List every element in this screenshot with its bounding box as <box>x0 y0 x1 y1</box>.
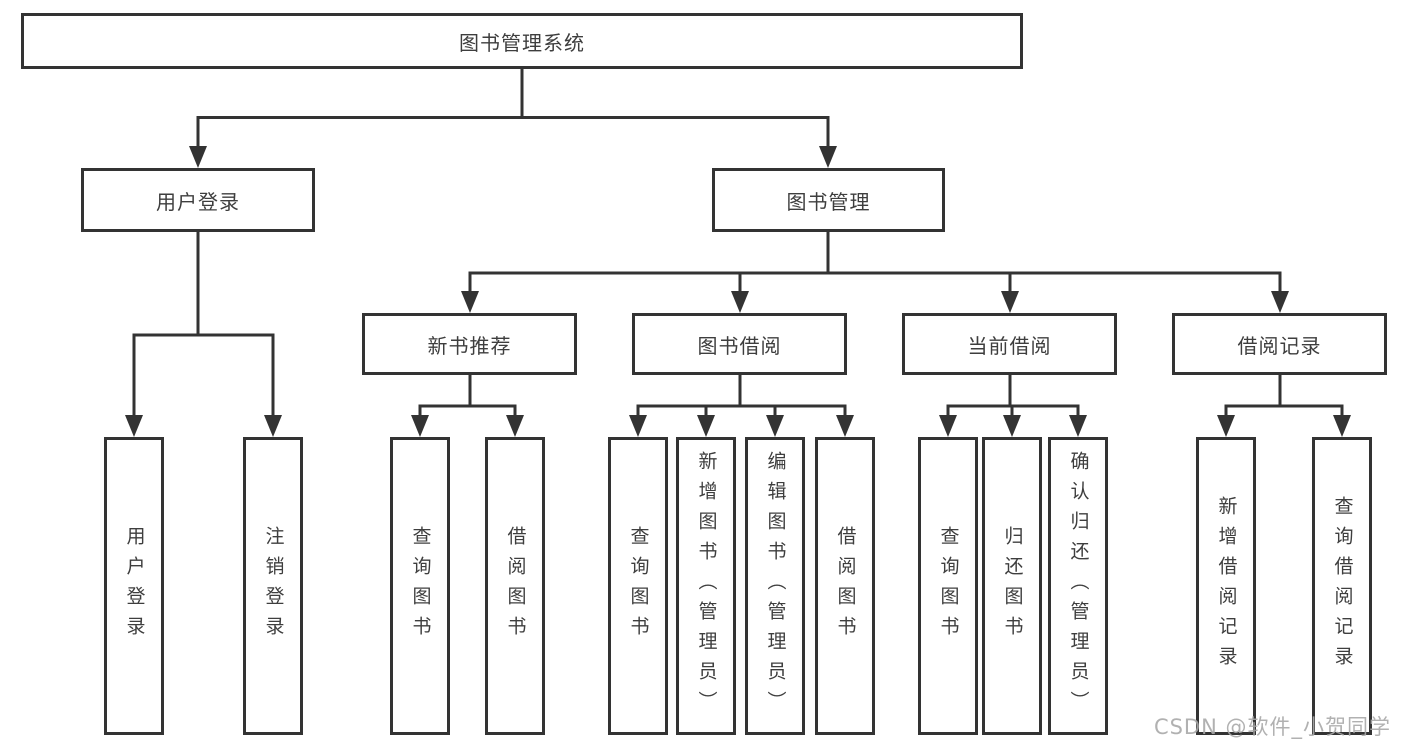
node-label: 当前借阅 <box>967 333 1052 358</box>
node-label: 查询图书 <box>409 526 432 646</box>
node-new-book-recommend: 新书推荐 <box>362 313 577 375</box>
node-label: 归还图书 <box>1001 526 1024 646</box>
node-leaf-bb-query-book: 查询图书 <box>608 437 668 735</box>
node-label: 新增借阅记录 <box>1215 496 1238 676</box>
node-leaf-cb-return-book: 归还图书 <box>982 437 1042 735</box>
node-leaf-bb-add-book-admin: 新增图书（管理员） <box>676 437 736 735</box>
node-label: 借阅记录 <box>1237 333 1322 358</box>
node-label: 图书借阅 <box>697 333 782 358</box>
node-label: 借阅图书 <box>834 526 857 646</box>
node-label: 注销登录 <box>262 526 285 646</box>
node-label: 用户登录 <box>123 526 146 646</box>
node-label: 新增图书（管理员） <box>695 451 718 721</box>
node-leaf-bb-edit-book-admin: 编辑图书（管理员） <box>745 437 805 735</box>
node-user-login-module: 用户登录 <box>81 168 315 232</box>
node-label: 图书管理系统 <box>459 30 585 55</box>
node-leaf-bb-borrow-book: 借阅图书 <box>815 437 875 735</box>
node-label: 查询图书 <box>937 526 960 646</box>
node-leaf-cb-confirm-return-admin: 确认归还（管理员） <box>1048 437 1108 735</box>
node-leaf-br-query-record: 查询借阅记录 <box>1312 437 1372 735</box>
node-label: 编辑图书（管理员） <box>764 451 787 721</box>
node-leaf-user-login: 用户登录 <box>104 437 164 735</box>
node-leaf-br-add-record: 新增借阅记录 <box>1196 437 1256 735</box>
node-leaf-rec-query-book: 查询图书 <box>390 437 450 735</box>
node-label: 图书管理 <box>786 189 871 214</box>
node-label: 用户登录 <box>156 189 240 214</box>
node-leaf-rec-borrow-book: 借阅图书 <box>485 437 545 735</box>
node-leaf-cb-query-book: 查询图书 <box>918 437 978 735</box>
node-label: 借阅图书 <box>504 526 527 646</box>
node-label: 确认归还（管理员） <box>1067 451 1090 721</box>
node-label: 新书推荐 <box>427 333 512 358</box>
node-library-management-system: 图书管理系统 <box>21 13 1023 69</box>
node-borrowing-records: 借阅记录 <box>1172 313 1387 375</box>
node-leaf-logout: 注销登录 <box>243 437 303 735</box>
node-label: 查询图书 <box>627 526 650 646</box>
node-book-management-module: 图书管理 <box>712 168 945 232</box>
node-book-borrowing: 图书借阅 <box>632 313 847 375</box>
csdn-watermark: CSDN @软件_小贺同学 <box>1153 715 1391 739</box>
arrowheads <box>125 146 1351 437</box>
node-current-borrowing: 当前借阅 <box>902 313 1117 375</box>
node-label: 查询借阅记录 <box>1331 496 1354 676</box>
